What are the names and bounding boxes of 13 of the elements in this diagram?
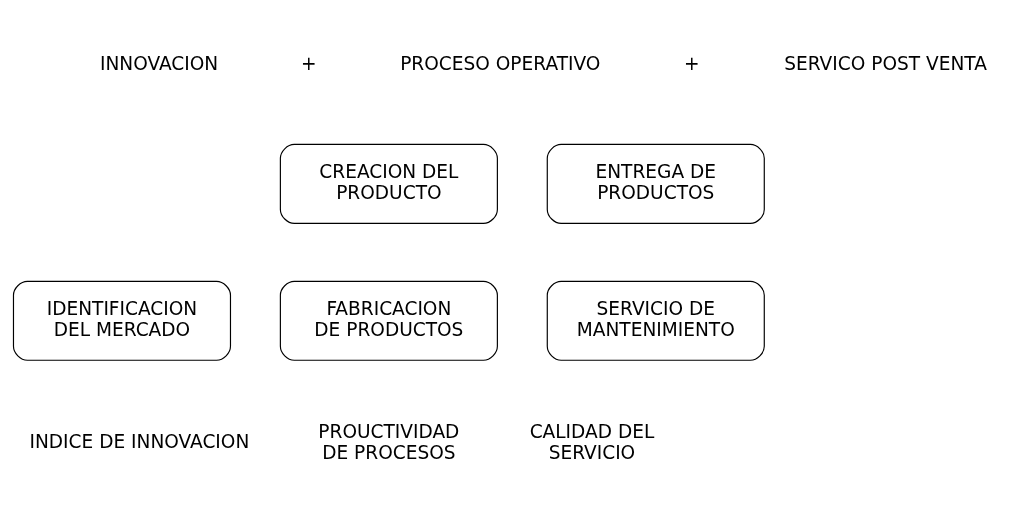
node-box: FABRICACION DE PRODUCTOS [279, 280, 498, 361]
label: CALIDAD DEL SERVICIO [529, 420, 655, 463]
label: + [683, 52, 700, 74]
label: INNOVACION [99, 52, 219, 74]
node-box: SERVICIO DE MANTENIMIENTO [546, 280, 765, 361]
label: INDICE DE INNOVACION [29, 430, 250, 452]
label: PROCESO OPERATIVO [400, 52, 601, 74]
label: PROUCTIVIDAD DE PROCESOS [318, 420, 460, 463]
node-box: CREACION DEL PRODUCTO [279, 143, 498, 224]
node-box: IDENTIFICACION DEL MERCADO [12, 280, 232, 361]
label: + [301, 52, 317, 74]
node-box: ENTREGA DE PRODUCTOS [546, 143, 765, 224]
label: SERVICO POST VENTA [784, 52, 987, 74]
